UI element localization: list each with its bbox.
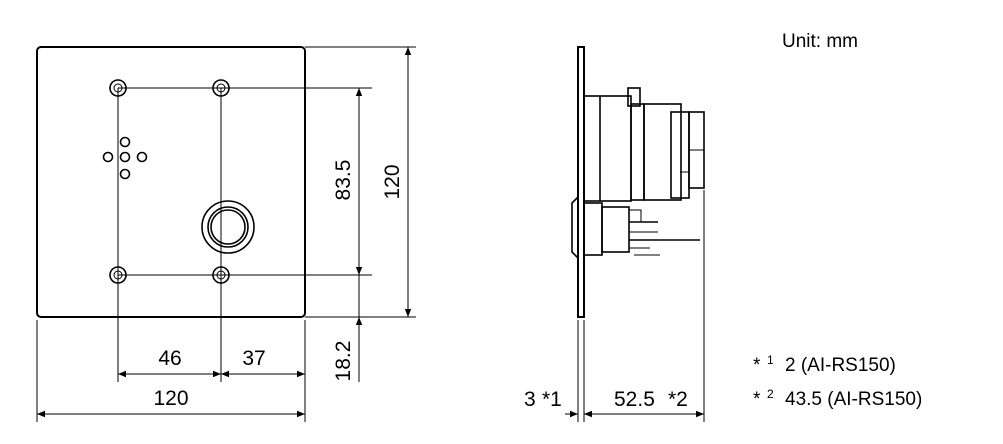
left-spacing-dim-label: 46	[158, 347, 181, 370]
thickness-dim-label: 3	[524, 388, 536, 411]
side-plate	[577, 46, 585, 318]
mounting-hole-bottom-right	[212, 266, 230, 284]
width-dim-label: 120	[153, 387, 188, 410]
lower-housing	[571, 196, 700, 259]
footnote-2-num: 2	[767, 387, 774, 401]
right-spacing-dim-label: 37	[242, 347, 265, 370]
footnote-2-star: *	[753, 389, 761, 410]
mounting-hole-top-left	[109, 79, 127, 97]
height-dim-label: 120	[381, 164, 404, 199]
thickness-dim-ref: *1	[542, 388, 562, 411]
side-view: 3 *1 52.5 *2	[524, 46, 705, 422]
mounting-hole-top-right	[212, 79, 230, 97]
front-plate	[36, 46, 306, 318]
footnote-2-text: 43.5 (AI-RS150)	[785, 389, 922, 410]
front-view: 120 46 37 83.5 120 18.2	[36, 46, 416, 422]
unit-label: Unit: mm	[782, 31, 858, 52]
call-button	[201, 200, 255, 254]
mounting-hole-bottom-left	[109, 266, 127, 284]
bottom-offset-dim-label: 18.2	[332, 341, 355, 382]
footnote-2: * 2 43.5 (AI-RS150)	[753, 387, 922, 410]
depth-dim-label: 52.5	[614, 388, 655, 411]
footnote-1-star: *	[753, 355, 761, 376]
hole-spacing-dim-label: 83.5	[332, 160, 355, 201]
footnote-1: * 1 2 (AI-RS150)	[753, 353, 896, 376]
depth-dim-ref: *2	[668, 388, 688, 411]
upper-housing	[583, 87, 705, 202]
footnote-1-text: 2 (AI-RS150)	[785, 355, 896, 376]
footnote-1-num: 1	[767, 353, 774, 367]
speaker-holes	[102, 136, 148, 180]
